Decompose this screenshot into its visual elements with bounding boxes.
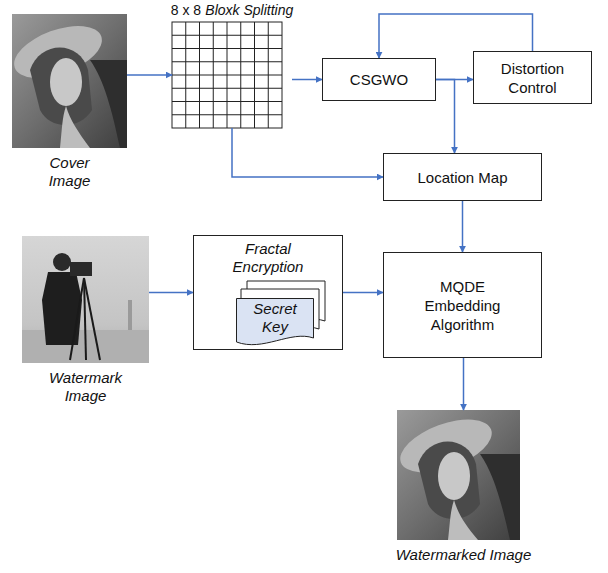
secret-key-sheet: Secret Key: [236, 298, 314, 346]
box-label: Distortion Control: [480, 59, 585, 97]
key-label: Secret Key: [240, 300, 310, 336]
box-label: MQDE Embedding Algorithm: [414, 277, 511, 334]
connector-arrow: [232, 128, 383, 177]
cover-photo: [7, 14, 127, 148]
process-box: MQDE Embedding Algorithm: [383, 252, 542, 358]
box-text-group: Location Map: [417, 168, 507, 187]
process-box: Location Map: [383, 153, 542, 201]
connector-arrow: [436, 80, 455, 154]
heading-part: 8 x 8: [171, 2, 201, 18]
watermarked-photo: [393, 409, 520, 540]
connector-arrow: [463, 358, 465, 410]
image-caption: Watermark Image: [41, 369, 131, 405]
process-box: CSGWO: [322, 58, 436, 101]
grid-heading: 8 x 8Bloxk Splitting: [171, 2, 293, 19]
cover-image: Cover Image: [12, 14, 127, 148]
connector-arrow: [149, 292, 193, 294]
heading-part: Bloxk Splitting: [205, 2, 293, 18]
box-heading: Fractal Encryption: [223, 240, 313, 276]
connector-arrow: [127, 74, 172, 76]
box-text-group: Distortion Control: [480, 59, 585, 97]
box-text-group: CSGWO: [350, 70, 408, 89]
watermarked-image: Watermarked Image: [397, 410, 530, 540]
block-grid-lines: [172, 22, 282, 128]
connector-arrow: [462, 201, 464, 252]
block-grid: 8 x 8Bloxk Splitting: [172, 22, 292, 128]
connector-arrow: [343, 292, 383, 294]
encryption-box: Fractal EncryptionSecret Key: [193, 235, 343, 350]
box-label: CSGWO: [350, 70, 408, 89]
connector-arrow: [292, 79, 322, 81]
image-caption: Watermarked Image: [396, 546, 532, 564]
watermark-image: Watermark Image: [22, 236, 149, 363]
box-label: Location Map: [417, 168, 507, 187]
watermark-photo: [22, 236, 149, 363]
process-box: Distortion Control: [473, 51, 592, 104]
sheet-outline: [237, 299, 314, 345]
image-caption: Cover Image: [40, 154, 100, 190]
box-text-group: MQDE Embedding Algorithm: [414, 277, 511, 334]
